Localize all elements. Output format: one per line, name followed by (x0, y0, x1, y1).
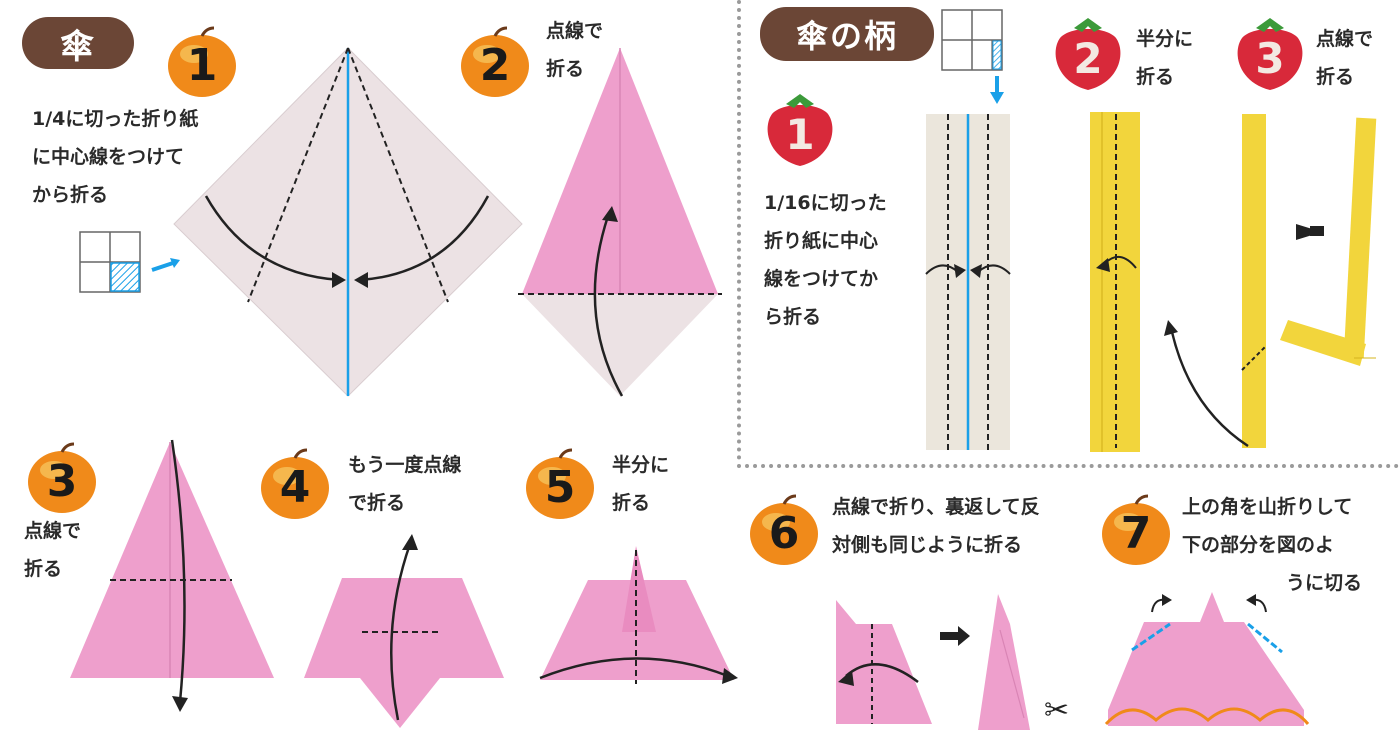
step1-instructions: 1/4に切った折り紙 に中心線をつけて から折る (32, 100, 198, 214)
handle-title: 傘の柄 (760, 7, 934, 61)
handle-step3-line-1: 点線で (1316, 28, 1374, 50)
step5-number: 5 (544, 462, 576, 513)
handle-step2-line-2: 折る (1136, 66, 1175, 88)
step1-badge: 1 (162, 24, 242, 100)
strawberry-number-icon (1237, 18, 1303, 90)
step7-line-3: うに切る (1286, 572, 1363, 594)
step7-line-1: 上の角を山折りして (1182, 496, 1353, 518)
handle-step3-number: 3 (1255, 34, 1285, 83)
handle-step2-number: 2 (1073, 34, 1103, 83)
step4-badge: 4 (255, 446, 335, 522)
handle-step1-line-3: 線をつけてか (764, 268, 879, 290)
step2-instructions: 点線で 折る (546, 12, 603, 88)
step4-line-2: で折る (348, 492, 406, 514)
step6-instructions: 点線で折り、裏返して反 対側も同じように折る (832, 488, 1040, 564)
step1-number: 1 (186, 40, 218, 91)
handle-step1-instructions: 1/16に切った 折り紙に中心 線をつけてか ら折る (764, 184, 887, 336)
step1-line-3: から折る (32, 184, 109, 206)
scissors-icon: ✂ (1044, 693, 1070, 728)
sixteenth-grid-icon (941, 9, 1004, 104)
handle-step3-diagram (1164, 114, 1377, 448)
handle-step1-line-2: 折り紙に中心 (764, 230, 879, 252)
section-divider-horizontal (737, 464, 1399, 468)
handle-step2-instructions: 半分に 折る (1136, 20, 1193, 96)
step2-badge: 2 (455, 24, 535, 100)
apple-number-icon (1102, 494, 1170, 565)
step5-instructions: 半分に 折る (612, 446, 669, 522)
step3-instructions: 点線で 折る (24, 512, 81, 588)
umbrella-title: 傘 (22, 17, 134, 69)
step7-line-2: 下の部分を図のよ (1182, 534, 1335, 556)
step4-diagram (304, 534, 504, 728)
handle-step1-line-1: 1/16に切った (764, 192, 887, 214)
step4-line-1: もう一度点線 (348, 454, 462, 476)
step3-diagram (70, 439, 274, 712)
apple-number-icon (261, 448, 329, 519)
handle-step3-line-2: 折る (1316, 66, 1355, 88)
step6-badge: 6 (744, 492, 824, 568)
strawberry-number-icon (1055, 18, 1121, 90)
step4-instructions: もう一度点線 で折る (348, 446, 461, 522)
step6-diagram (836, 594, 1030, 730)
step5-line-1: 半分に (612, 454, 670, 476)
step4-number: 4 (279, 462, 311, 513)
step2-line-1: 点線で (546, 20, 604, 42)
handle-step1-line-4: ら折る (764, 306, 822, 328)
handle-step1-diagram (925, 114, 1011, 450)
quarter-grid-icon (79, 231, 180, 293)
step6-line-1: 点線で折り、裏返して反 (832, 496, 1040, 518)
step7-number: 7 (1120, 508, 1152, 559)
handle-step2-badge: 2 (1046, 12, 1130, 94)
apple-number-icon (28, 442, 96, 513)
handle-step1-number: 1 (785, 110, 815, 159)
step1-line-1: 1/4に切った折り紙 (32, 108, 199, 130)
section-divider-vertical (737, 0, 741, 460)
step6-line-2: 対側も同じように折る (832, 534, 1023, 556)
handle-step3-badge: 3 (1228, 12, 1312, 94)
step7-instructions: 上の角を山折りして 下の部分を図のよ うに切る (1182, 488, 1362, 602)
step3-number: 3 (46, 456, 78, 507)
handle-step2-diagram (1090, 112, 1140, 452)
apple-number-icon (750, 494, 818, 565)
step2-number: 2 (479, 40, 511, 91)
step2-line-2: 折る (546, 58, 585, 80)
apple-number-icon (526, 448, 594, 519)
step5-diagram (539, 546, 738, 684)
apple-number-icon (168, 26, 236, 97)
apple-number-icon (461, 26, 529, 97)
strawberry-number-icon (767, 94, 833, 166)
handle-step2-line-1: 半分に (1136, 28, 1194, 50)
step7-diagram (1104, 592, 1310, 726)
step7-badge: 7 (1096, 492, 1176, 568)
step1-diagram (173, 47, 523, 397)
step3-line-2: 折る (24, 558, 63, 580)
handle-step1-badge: 1 (758, 88, 842, 170)
step6-number: 6 (768, 508, 800, 559)
step3-badge: 3 (22, 440, 102, 516)
handle-step3-instructions: 点線で 折る (1316, 20, 1373, 96)
step3-line-1: 点線で (24, 520, 82, 542)
step5-line-2: 折る (612, 492, 651, 514)
step2-diagram (518, 48, 722, 397)
step5-badge: 5 (520, 446, 600, 522)
step1-line-2: に中心線をつけて (32, 146, 185, 168)
